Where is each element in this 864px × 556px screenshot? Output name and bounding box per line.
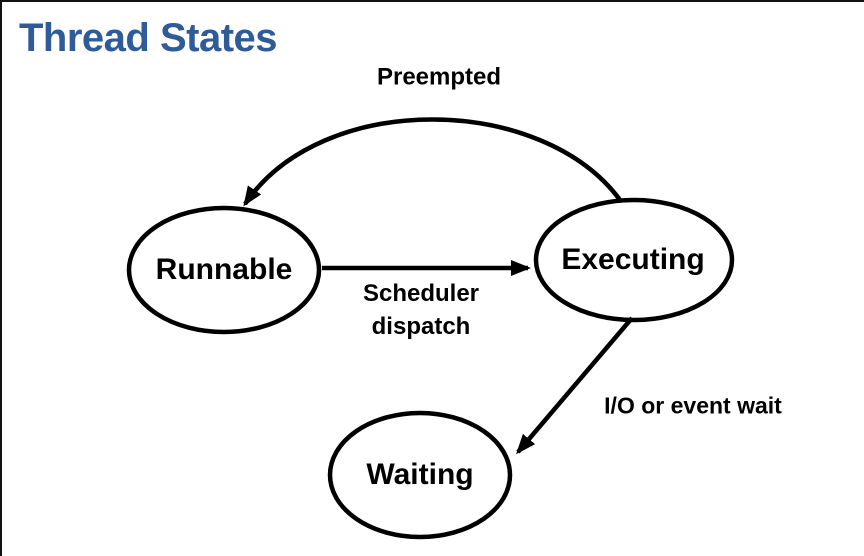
transition-label-scheduler-line1: Scheduler bbox=[362, 280, 480, 307]
state-label-runnable: Runnable bbox=[155, 253, 293, 286]
state-node-runnable bbox=[126, 205, 322, 335]
transition-label-scheduler-line2: dispatch bbox=[371, 313, 471, 340]
transition-arrow-preempted bbox=[243, 117, 622, 207]
transition-label-preempted: Preempted bbox=[376, 63, 502, 91]
state-node-waiting bbox=[327, 410, 513, 540]
transition-label-scheduler-dispatch: Scheduler dispatch bbox=[363, 277, 479, 343]
transition-arrow-io-wait bbox=[516, 316, 634, 455]
transition-label-io-wait: I/O or event wait bbox=[604, 392, 782, 419]
state-label-executing: Executing bbox=[561, 243, 705, 276]
state-node-executing bbox=[533, 197, 735, 323]
state-label-waiting: Waiting bbox=[366, 458, 474, 491]
page-title: Thread States bbox=[19, 16, 278, 60]
